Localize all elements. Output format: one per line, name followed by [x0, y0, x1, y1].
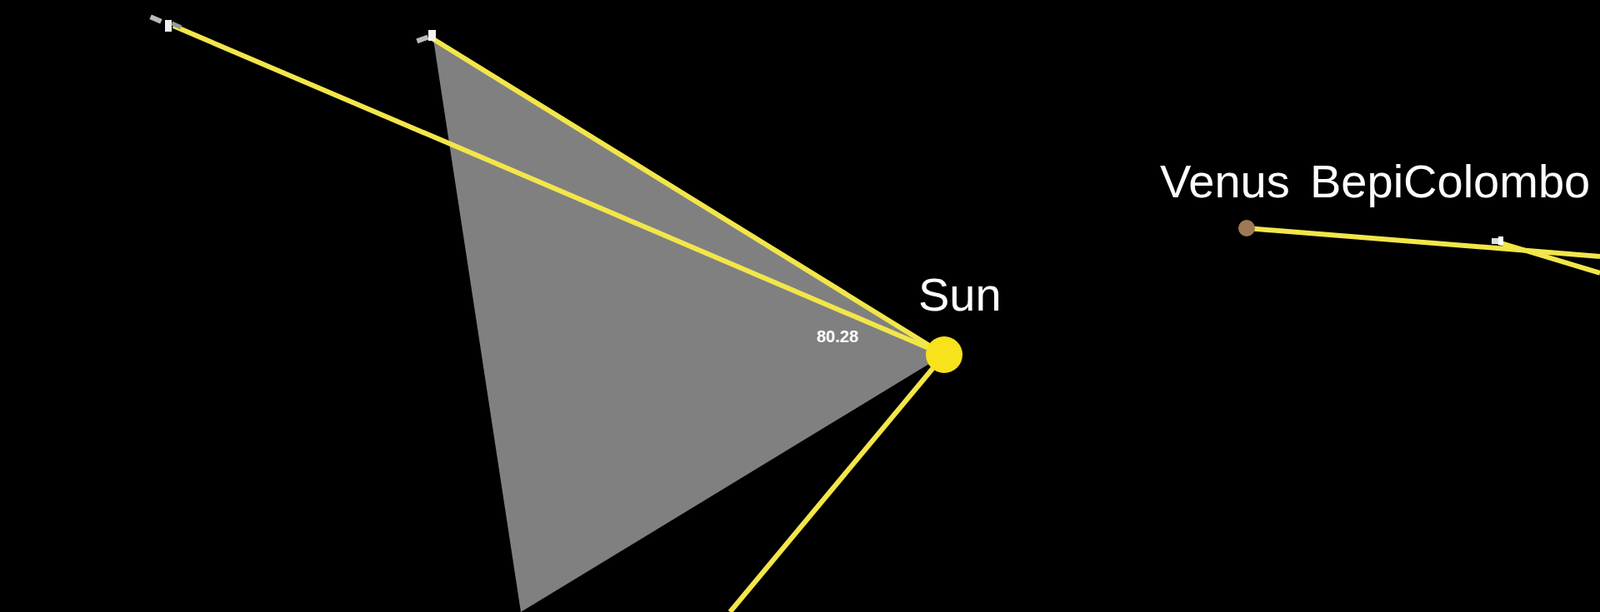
spacecraft-label: BepiColombo [1310, 158, 1590, 205]
spacecraft-icon [415, 30, 436, 44]
body-label: Sun [918, 271, 1002, 319]
body-label: Venus [1160, 158, 1290, 205]
angle-value: 80.28 [816, 328, 859, 345]
spacecraft-icon [1491, 236, 1504, 245]
angle-wedge [433, 39, 945, 612]
sight-line [173, 25, 945, 355]
sight-line [1498, 242, 1600, 274]
sight-line [433, 39, 945, 355]
venus-planet [1238, 220, 1255, 237]
spacecraft-icon [149, 14, 182, 32]
sight-line [1246, 228, 1600, 257]
sun-disc [925, 336, 963, 374]
sight-line [730, 355, 945, 612]
